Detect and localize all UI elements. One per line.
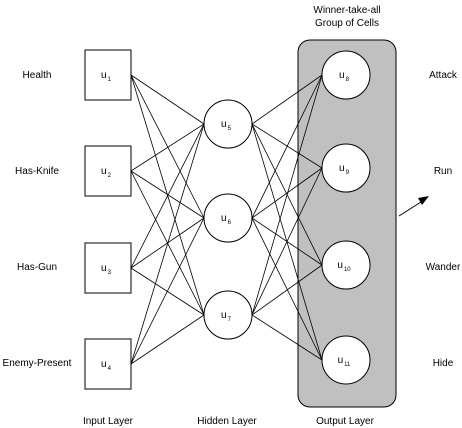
edge-input-1-hidden-6 [130, 74, 205, 219]
edge-hidden-6-output-11 [251, 217, 323, 361]
layer-label-input: Input Layer [83, 416, 134, 427]
input-node-2: u2 [84, 145, 132, 197]
input-label-health: Health [23, 70, 52, 81]
svg-text:u1: u1 [101, 70, 112, 83]
edge-input-4-hidden-7 [130, 314, 205, 365]
hidden-node-5: u5 [203, 99, 253, 149]
group-label-line2: Group of Cells [315, 18, 379, 29]
svg-text:u11: u11 [338, 355, 351, 368]
edge-input-4-hidden-6 [130, 217, 205, 365]
svg-text:u5: u5 [221, 119, 232, 132]
edge-hidden-6-output-8 [251, 74, 323, 219]
svg-text:u10: u10 [337, 260, 351, 273]
svg-text:u4: u4 [101, 359, 112, 372]
layer-label-output: Output Layer [316, 416, 374, 427]
svg-text:u8: u8 [339, 70, 350, 83]
connections [130, 74, 323, 365]
output-node-9: u9 [321, 143, 371, 193]
edge-input-1-hidden-7 [130, 74, 205, 316]
edge-hidden-7-output-11 [251, 314, 323, 361]
svg-text:u9: u9 [339, 163, 350, 176]
output-label-wander: Wander [426, 262, 461, 273]
input-label-enemy-present: Enemy-Present [3, 358, 72, 369]
winner-take-all-group-box [297, 39, 397, 408]
svg-text:u3: u3 [101, 263, 112, 276]
input-label-has-gun: Has-Gun [17, 262, 57, 273]
svg-text:u7: u7 [221, 310, 232, 323]
output-node-8: u8 [321, 50, 371, 100]
output-node-11: u11 [321, 335, 371, 385]
edge-hidden-7-output-10 [251, 264, 323, 316]
output-label-hide: Hide [433, 358, 454, 369]
edge-hidden-5-output-8 [251, 74, 323, 125]
hidden-node-6: u6 [203, 193, 253, 243]
edge-input-3-hidden-5 [130, 123, 205, 269]
input-node-4: u4 [84, 338, 132, 390]
group-label-line1: Winner-take-all [313, 5, 380, 16]
input-node-1: u1 [84, 49, 132, 101]
output-label-run: Run [434, 166, 452, 177]
edge-input-4-hidden-5 [130, 123, 205, 365]
input-node-3: u3 [84, 242, 132, 294]
output-arrow [398, 196, 429, 217]
edge-input-2-hidden-6 [130, 170, 205, 219]
hidden-node-7: u7 [203, 290, 253, 340]
edge-input-1-hidden-5 [130, 74, 205, 125]
edge-hidden-6-output-9 [251, 167, 323, 219]
layer-label-hidden: Hidden Layer [197, 416, 257, 427]
edge-hidden-7-output-9 [251, 167, 323, 316]
output-node-10: u10 [321, 240, 371, 290]
svg-text:u2: u2 [101, 166, 112, 179]
edge-hidden-7-output-8 [251, 74, 323, 316]
output-label-attack: Attack [429, 70, 458, 81]
svg-text:u6: u6 [221, 213, 232, 226]
input-label-has-knife: Has-Knife [15, 166, 59, 177]
edge-input-2-hidden-5 [130, 123, 205, 172]
